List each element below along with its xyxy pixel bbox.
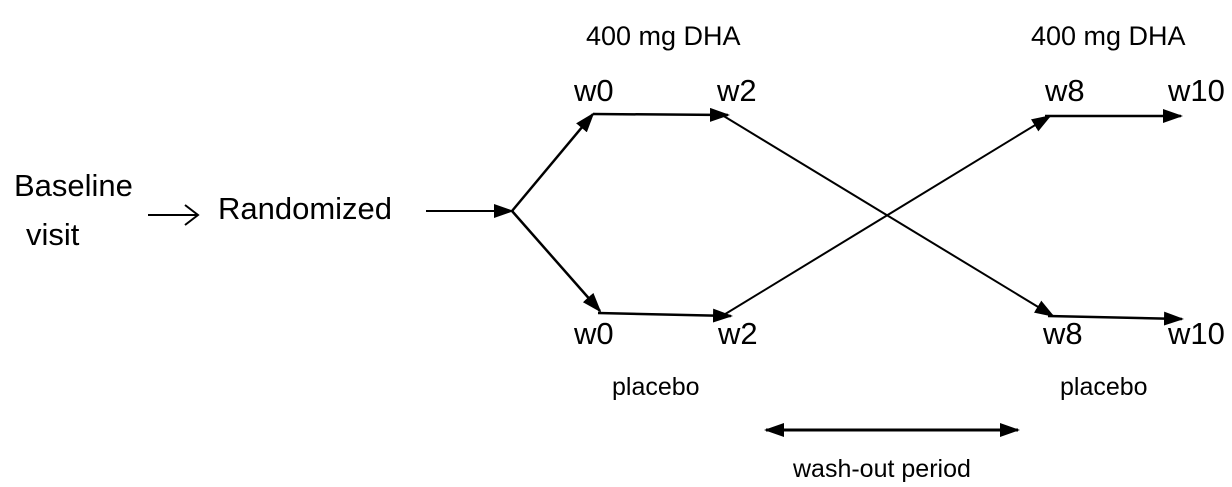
baseline-label-line1: Baseline bbox=[14, 168, 133, 203]
bottom-period2-arrow bbox=[1047, 311, 1184, 326]
randomized-label: Randomized bbox=[218, 191, 392, 226]
baseline-label-line2: visit bbox=[26, 217, 80, 252]
top-period1-arrow bbox=[592, 107, 730, 122]
bottom-w2-label: w2 bbox=[717, 316, 758, 351]
top-w10-label: w10 bbox=[1167, 73, 1225, 108]
crossover-bottom-to-top-arrow bbox=[721, 114, 1052, 317]
top-right-dose-label: 400 mg DHA bbox=[1031, 21, 1186, 51]
bottom-period1-arrow bbox=[597, 308, 733, 323]
baseline-to-randomized-arrow bbox=[148, 204, 200, 226]
top-w8-label: w8 bbox=[1044, 73, 1085, 108]
top-w0-label: w0 bbox=[573, 73, 614, 108]
bottom-right-placebo-label: placebo bbox=[1060, 373, 1148, 401]
bottom-left-placebo-label: placebo bbox=[612, 373, 700, 401]
split-to-top-arrow bbox=[511, 112, 595, 212]
top-w2-label: w2 bbox=[716, 73, 757, 108]
bottom-w0-label: w0 bbox=[573, 316, 614, 351]
top-left-dose-label: 400 mg DHA bbox=[586, 21, 741, 51]
bottom-w8-label: w8 bbox=[1042, 316, 1083, 351]
split-to-bottom-arrow bbox=[511, 210, 602, 313]
bottom-w10-label: w10 bbox=[1167, 316, 1225, 351]
washout-label: wash-out period bbox=[792, 455, 971, 483]
